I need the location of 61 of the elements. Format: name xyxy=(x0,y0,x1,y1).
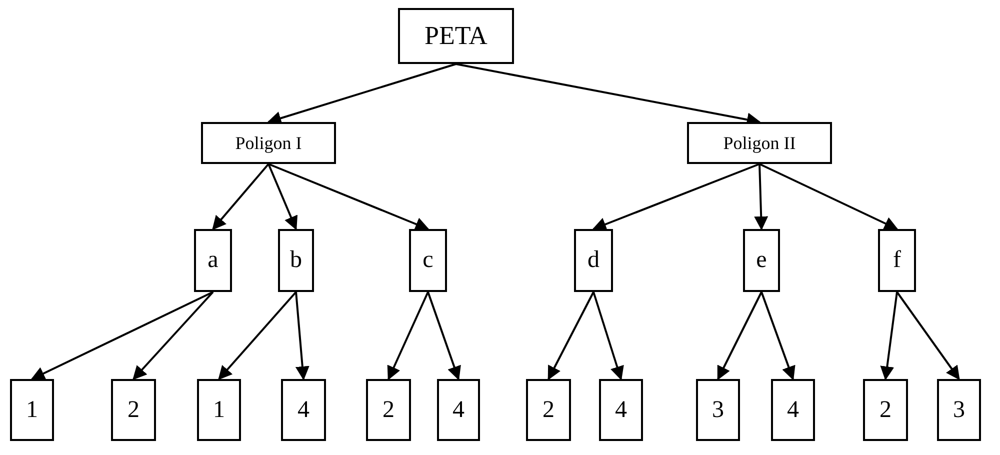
item-box xyxy=(937,379,981,441)
node-label: 2 xyxy=(382,396,394,424)
category-box xyxy=(687,122,832,164)
arrow xyxy=(212,163,270,230)
arrow xyxy=(132,291,214,380)
arrow xyxy=(267,63,456,125)
arrow xyxy=(295,292,310,380)
arrow xyxy=(218,291,297,380)
arrow xyxy=(268,164,298,230)
arrow xyxy=(896,291,960,380)
arrow xyxy=(548,292,594,380)
node-label: d xyxy=(588,247,600,274)
node-label: 4 xyxy=(452,396,464,424)
node-label: 1 xyxy=(213,396,225,424)
arrow xyxy=(760,292,796,380)
arrow xyxy=(387,292,429,380)
item-box xyxy=(526,379,571,441)
node-label: 4 xyxy=(298,396,310,424)
node-label: 1 xyxy=(26,396,38,424)
item-box xyxy=(878,229,916,292)
node-label: 2 xyxy=(128,396,140,424)
node-label: b xyxy=(290,247,302,274)
node-label: e xyxy=(756,247,767,274)
item-box xyxy=(863,379,908,441)
item-box xyxy=(599,379,643,441)
item-box xyxy=(574,229,613,292)
item-box xyxy=(111,379,156,441)
item-box xyxy=(194,229,232,292)
item-box xyxy=(743,229,780,292)
node-label: c xyxy=(422,247,434,274)
node-label: 4 xyxy=(787,396,799,424)
item-box xyxy=(771,379,815,441)
arrow xyxy=(427,292,461,380)
item-box xyxy=(10,379,54,441)
item-box xyxy=(696,379,740,441)
arrow xyxy=(754,164,768,230)
item-box xyxy=(366,379,411,441)
arrow xyxy=(759,163,898,230)
item-box xyxy=(437,379,480,441)
node-label: 3 xyxy=(712,396,724,424)
node-label: 2 xyxy=(542,396,554,424)
item-box xyxy=(281,379,326,441)
arrow xyxy=(880,292,898,380)
item-box xyxy=(278,229,314,292)
category-box xyxy=(201,122,336,164)
node-label: PETA xyxy=(424,21,488,51)
arrow xyxy=(717,292,762,380)
node-label: a xyxy=(208,247,218,274)
node-label: f xyxy=(893,247,901,274)
arrow xyxy=(30,291,214,380)
node-label: 2 xyxy=(880,396,892,424)
item-box xyxy=(409,229,447,292)
root-box xyxy=(398,8,514,64)
node-label: Poligon I xyxy=(235,132,302,154)
arrow xyxy=(592,163,760,231)
arrow xyxy=(268,163,430,231)
node-label: 3 xyxy=(953,396,965,424)
arrow xyxy=(592,292,624,380)
item-box xyxy=(197,379,241,441)
node-label: 4 xyxy=(615,396,627,424)
node-label: Poligon II xyxy=(723,132,796,154)
